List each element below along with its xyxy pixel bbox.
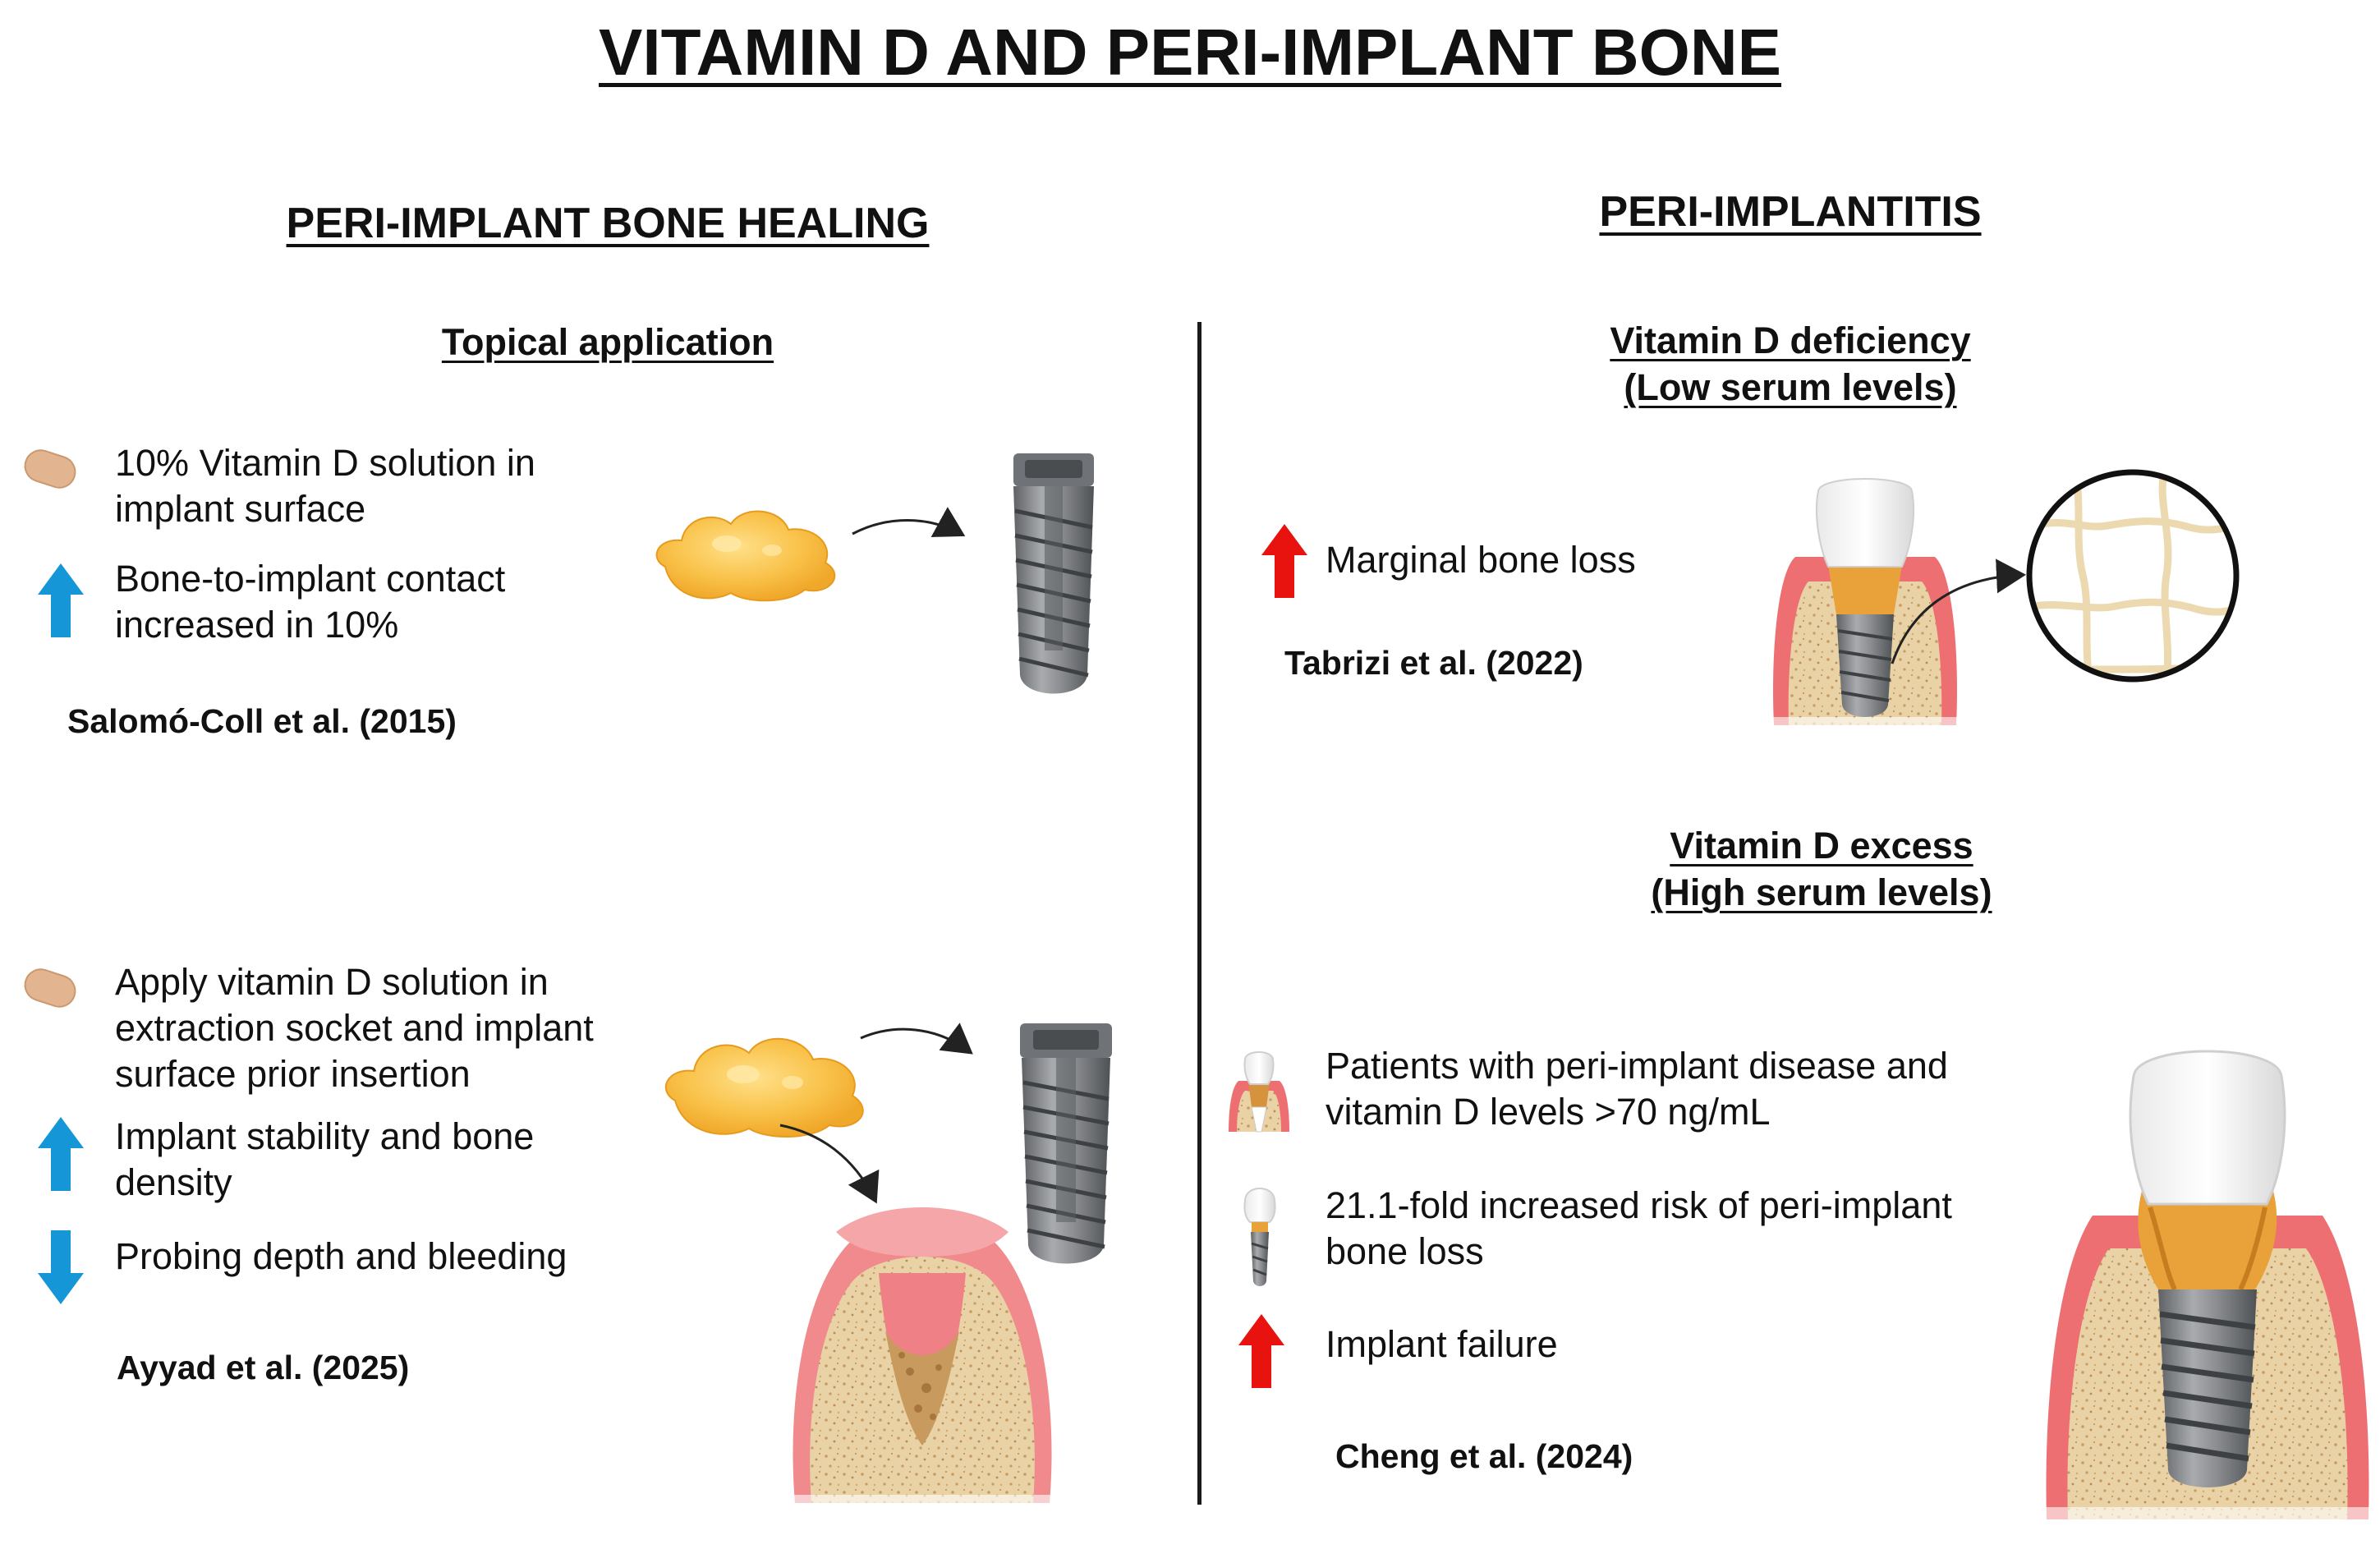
excess-item1: Patients with peri-implant disease and v…	[1326, 1045, 1948, 1133]
excess-heading-line1: Vitamin D excess	[1670, 825, 1973, 866]
study2-item2: Implant stability and bone density	[115, 1115, 535, 1203]
dental-implant-icon	[1013, 453, 1094, 694]
page-title: VITAMIN D AND PERI-IMPLANT BONE	[599, 16, 1781, 89]
arrow-gel-to-implant	[852, 507, 966, 537]
deficiency-heading-line2: (Low serum levels)	[1624, 366, 1957, 408]
study1-item1: 10% Vitamin D solution in implant surfac…	[115, 442, 535, 530]
large-implant-in-bone-icon	[2043, 1050, 2372, 1528]
small-implant-icon	[1243, 1188, 1276, 1286]
excess-reference: Cheng et al. (2024)	[1335, 1437, 1633, 1475]
study2-item1: Apply vitamin D solution in extraction s…	[115, 961, 594, 1095]
up-arrow-red-icon	[1238, 1314, 1284, 1388]
up-arrow-blue-icon	[38, 563, 84, 637]
bone-trabeculae-magnified-icon	[2026, 469, 2240, 683]
study2-item3: Probing depth and bleeding	[115, 1235, 567, 1277]
right-heading: PERI-IMPLANTITIS	[1599, 188, 1982, 236]
extraction-socket-icon	[787, 1207, 1058, 1511]
topical-application-heading: Topical application	[441, 321, 774, 363]
up-arrow-red-icon	[1261, 524, 1307, 598]
vitamin-d-gel-icon	[665, 1037, 864, 1138]
vitamin-d-gel-icon	[655, 510, 836, 602]
arrow-gel-to-implant	[860, 1023, 973, 1055]
study2-reference: Ayyad et al. (2025)	[117, 1349, 410, 1386]
arrow-to-bone-detail	[1891, 558, 2026, 664]
down-arrow-blue-icon	[38, 1230, 84, 1304]
deficiency-reference: Tabrizi et al. (2022)	[1284, 644, 1583, 682]
implant-in-bone-icon	[1771, 478, 1960, 729]
study1-reference: Salomó-Coll et al. (2015)	[67, 702, 457, 740]
pill-icon	[24, 968, 76, 1008]
excess-item2: 21.1-fold increased risk of peri-implant…	[1326, 1184, 1952, 1272]
up-arrow-blue-icon	[38, 1117, 84, 1191]
deficiency-item1: Marginal bone loss	[1326, 539, 1636, 581]
deficiency-heading-line1: Vitamin D deficiency	[1610, 319, 1971, 361]
excess-heading-line2: (High serum levels)	[1651, 871, 1992, 913]
study1-item2: Bone-to-implant contact increased in 10%	[115, 558, 506, 646]
excess-item3: Implant failure	[1326, 1323, 1558, 1365]
dental-implant-icon	[1020, 1023, 1112, 1264]
left-heading: PERI-IMPLANT BONE HEALING	[286, 200, 930, 247]
tooth-with-disease-icon	[1229, 1051, 1289, 1133]
center-divider	[1197, 322, 1201, 1505]
pill-icon	[24, 449, 76, 489]
arrow-gel-to-socket	[779, 1124, 880, 1204]
